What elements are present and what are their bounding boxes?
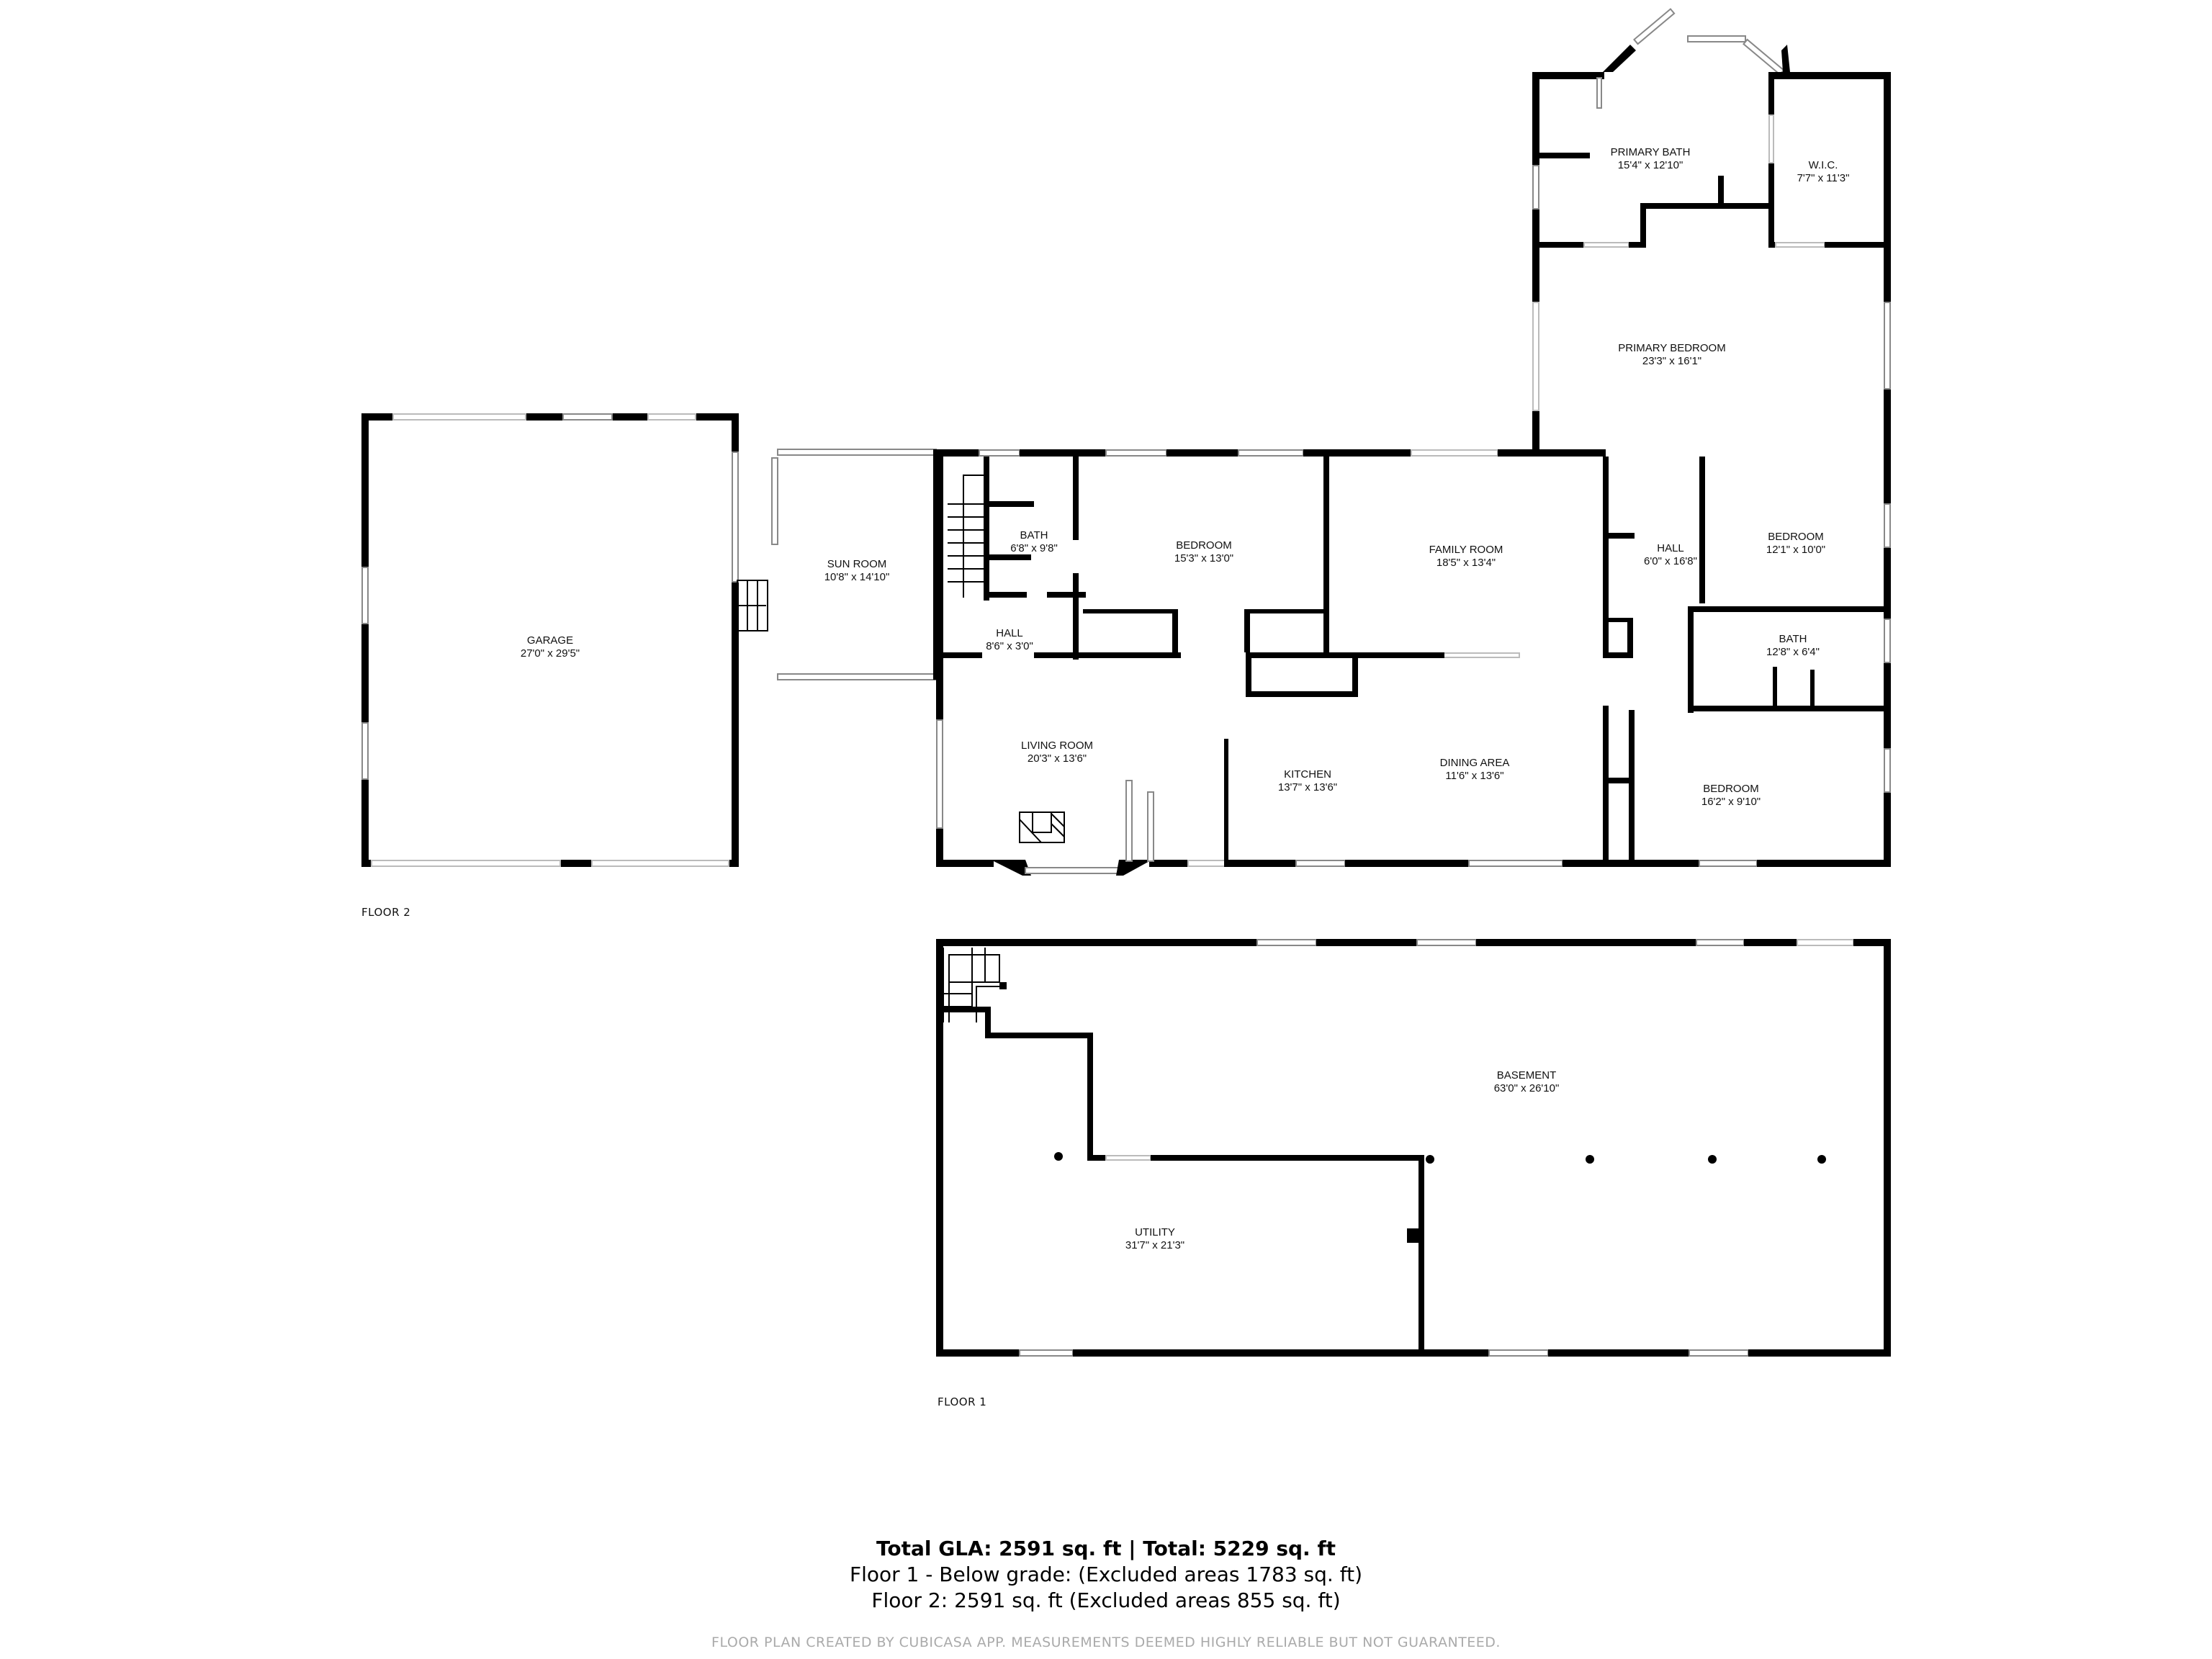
- room-name: KITCHEN: [1284, 768, 1331, 781]
- room-name: PRIMARY BATH: [1611, 146, 1691, 158]
- room-dimensions: 27'0" x 29'5": [521, 647, 580, 660]
- room-name: BEDROOM: [1768, 531, 1824, 543]
- total-area-summary: Total GLA: 2591 sq. ft | Total: 5229 sq.…: [876, 1537, 1336, 1560]
- room-name: HALL: [1657, 542, 1684, 554]
- room-name: FAMILY ROOM: [1429, 544, 1503, 556]
- floor-2-plan: GARAGE 27'0" x 29'5" SUN ROOM 10'8" x 14…: [361, 8, 1891, 876]
- room-name: PRIMARY BEDROOM: [1618, 342, 1725, 354]
- room-name: BATH: [1020, 529, 1048, 541]
- room-dimensions: 16'2" x 9'10": [1701, 796, 1761, 808]
- floor-2-label: FLOOR 2: [361, 906, 411, 919]
- room-name: GARAGE: [527, 634, 573, 647]
- room-dimensions: 8'6" x 3'0": [986, 640, 1033, 652]
- room-dimensions: 31'7" x 21'3": [1125, 1239, 1184, 1251]
- room-dimensions: 18'5" x 13'4": [1437, 557, 1496, 569]
- room-name: BATH: [1779, 633, 1807, 645]
- room-dimensions: 12'1" x 10'0": [1766, 544, 1825, 556]
- garage-walls: [361, 413, 768, 867]
- room-name: DINING AREA: [1440, 757, 1510, 769]
- fireplace-icon: [1019, 811, 1065, 843]
- room-name: UTILITY: [1135, 1226, 1175, 1238]
- disclaimer-text: FLOOR PLAN CREATED BY CUBICASA APP. MEAS…: [711, 1635, 1501, 1650]
- room-name: HALL: [996, 627, 1023, 639]
- room-dimensions: 6'8" x 9'8": [1010, 542, 1058, 554]
- basement-walls: [936, 939, 1891, 1357]
- room-name: BASEMENT: [1497, 1069, 1557, 1082]
- main-house-walls: [936, 449, 1891, 876]
- floor-1-plan: BASEMENT 63'0" x 26'10" UTILITY 31'7" x …: [936, 939, 1891, 1357]
- room-name: W.I.C.: [1809, 159, 1838, 171]
- primary-suite-walls: [1532, 8, 1891, 454]
- room-dimensions: 11'6" x 13'6": [1445, 770, 1503, 782]
- room-dimensions: 15'4" x 12'10": [1618, 159, 1683, 171]
- room-name: BEDROOM: [1703, 783, 1759, 795]
- room-name: BEDROOM: [1176, 539, 1232, 552]
- room-dimensions: 10'8" x 14'10": [824, 571, 890, 583]
- room-dimensions: 15'3" x 13'0": [1174, 552, 1233, 565]
- room-name: LIVING ROOM: [1021, 739, 1093, 752]
- room-dimensions: 6'0" x 16'8": [1644, 555, 1697, 567]
- room-dimensions: 12'8" x 6'4": [1766, 646, 1820, 658]
- room-dimensions: 13'7" x 13'6": [1278, 781, 1337, 793]
- room-dimensions: 63'0" x 26'10": [1494, 1082, 1560, 1094]
- floor-2-area-summary: Floor 2: 2591 sq. ft (Excluded areas 855…: [871, 1588, 1341, 1612]
- room-dimensions: 7'7" x 11'3": [1797, 172, 1850, 184]
- room-dimensions: 23'3" x 16'1": [1642, 355, 1701, 367]
- room-dimensions: 20'3" x 13'6": [1028, 752, 1087, 765]
- room-name: SUN ROOM: [827, 558, 887, 570]
- floor-1-label: FLOOR 1: [938, 1395, 987, 1408]
- floor-1-area-summary: Floor 1 - Below grade: (Excluded areas 1…: [849, 1563, 1362, 1586]
